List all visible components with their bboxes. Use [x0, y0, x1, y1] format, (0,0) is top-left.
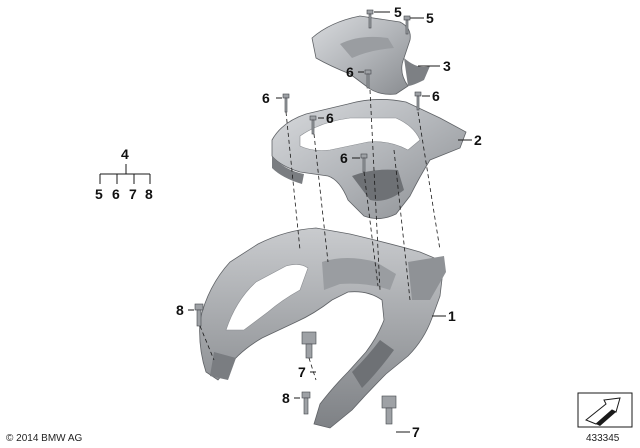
callout-8b: 8 [282, 390, 290, 406]
callout-7a: 7 [298, 364, 306, 380]
leader-lines [188, 11, 472, 433]
kit-child-label: 5 [95, 186, 103, 202]
callout-6b: 6 [262, 90, 270, 106]
part-1-main-frame [199, 227, 446, 429]
bolt-6a [364, 69, 372, 89]
callouts: 5 5 3 6 6 6 6 2 6 1 8 7 8 7 [176, 4, 482, 440]
bolt-6c [309, 115, 317, 135]
callout-3: 3 [443, 58, 451, 74]
bolt-8b [301, 391, 311, 415]
callout-6a: 6 [346, 64, 354, 80]
copyright-text: © 2014 BMW AG [6, 433, 83, 444]
callout-2: 2 [474, 132, 482, 148]
callout-6e: 6 [340, 150, 348, 166]
callout-1: 1 [448, 308, 456, 324]
bolt-5a [366, 9, 374, 29]
callout-5a: 5 [394, 4, 402, 20]
kit-child-label: 6 [112, 186, 120, 202]
callout-6d: 6 [432, 88, 440, 104]
bolt-6d [414, 91, 422, 111]
kit-parent-label: 4 [121, 146, 129, 162]
kit-child-label: 8 [145, 186, 153, 202]
part-3-cover [311, 15, 430, 95]
assembly-lines [199, 89, 441, 381]
callout-6c: 6 [326, 110, 334, 126]
bolt-8a [194, 303, 204, 327]
hardware [194, 9, 422, 425]
part-2-upper-carrier [271, 99, 467, 219]
callout-8a: 8 [176, 302, 184, 318]
nut-7a [301, 331, 317, 359]
arrow-box-icon [577, 392, 633, 428]
callout-5b: 5 [426, 10, 434, 26]
reference-number: 433345 [586, 433, 620, 444]
nut-7b [381, 395, 397, 425]
kit-tree-lines [99, 164, 151, 184]
bolt-6b [282, 93, 290, 113]
kit-child-label: 7 [129, 186, 137, 202]
callout-7b: 7 [412, 424, 420, 440]
kit-tree: 4 5 6 7 8 [95, 146, 153, 202]
